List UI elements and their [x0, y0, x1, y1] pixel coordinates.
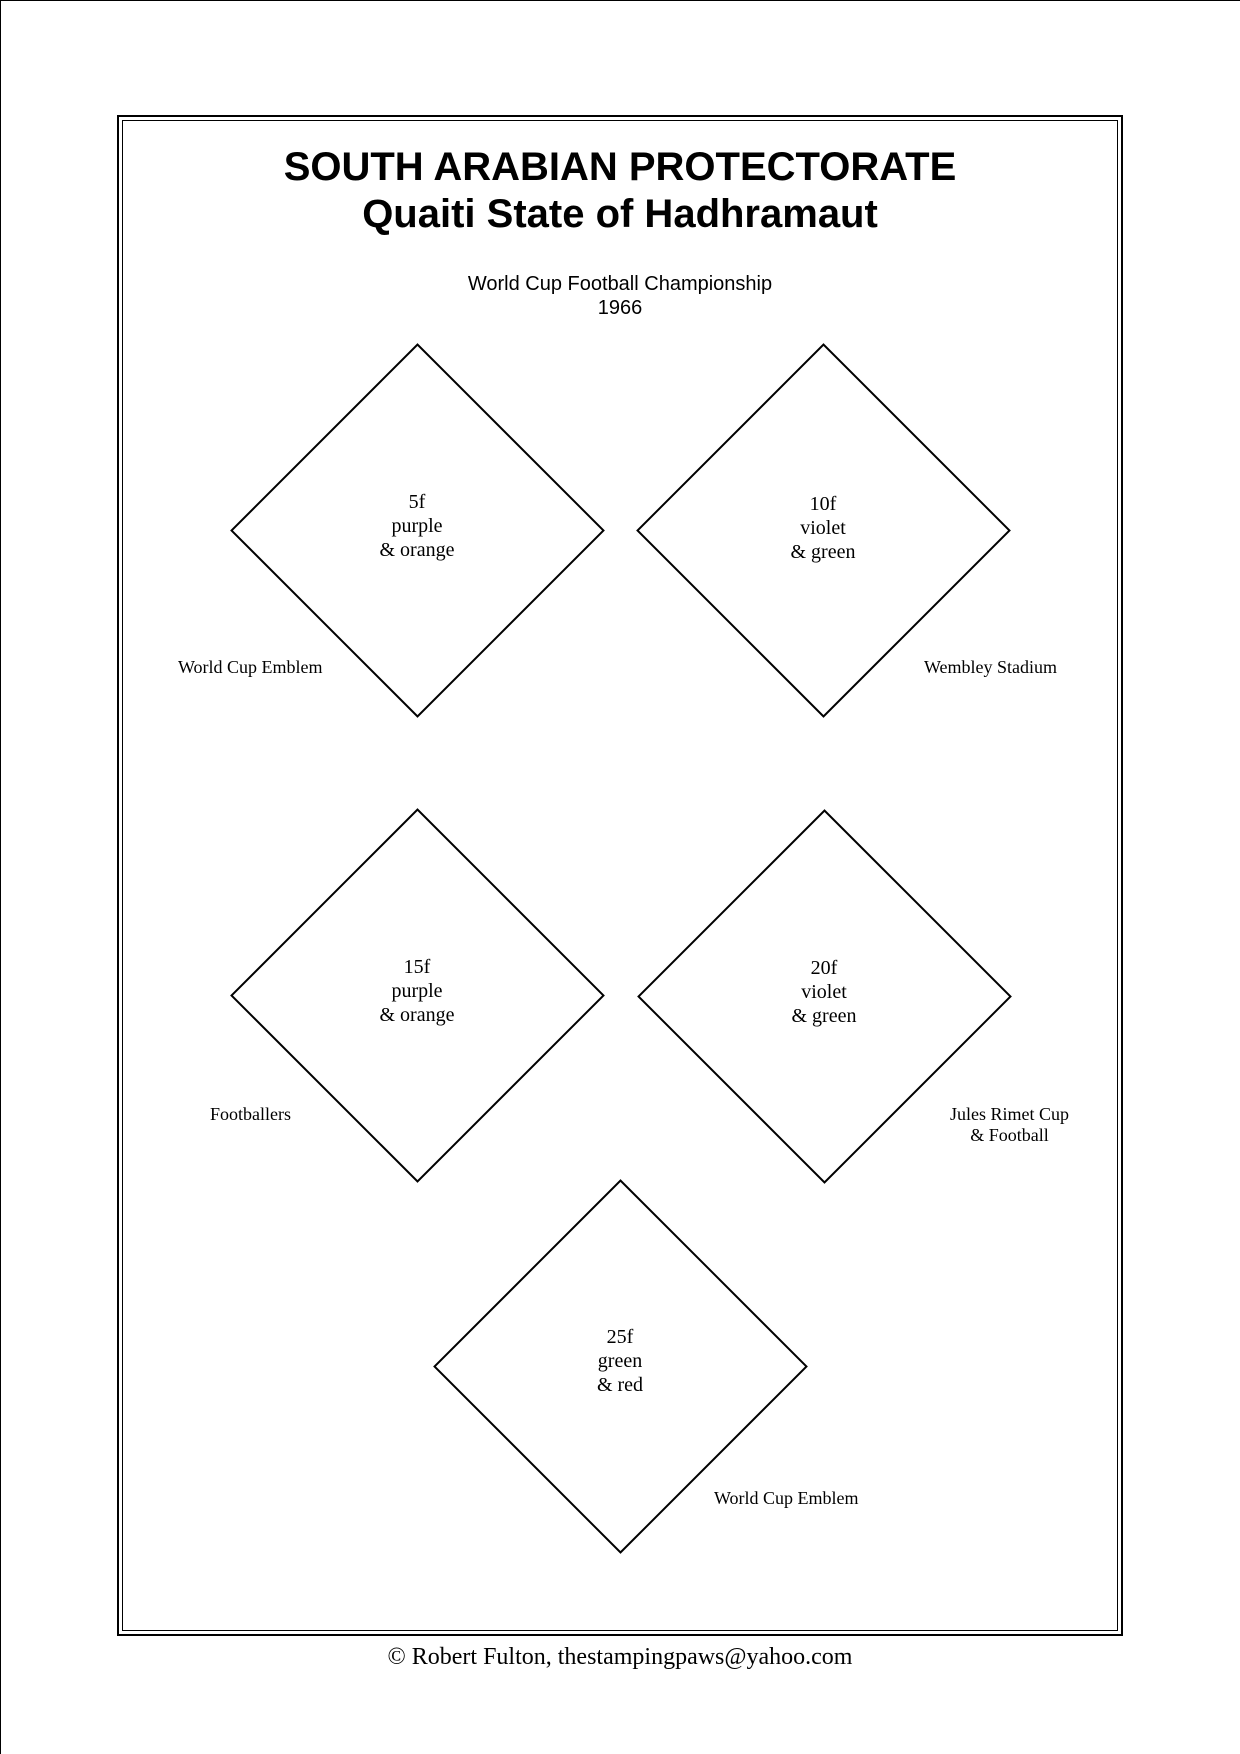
page-title: SOUTH ARABIAN PROTECTORATE	[283, 145, 957, 189]
album-page-outer-border	[117, 115, 1123, 1636]
copyright-footer: © Robert Fulton, thestampingpaws@yahoo.c…	[387, 1644, 853, 1670]
stamp-value: 5f	[408, 491, 426, 513]
stamp-label-20f: 20f violet & green	[704, 956, 944, 1028]
stamp-value: 15f	[403, 956, 431, 978]
stamp-label-10f: 10f violet & green	[703, 492, 943, 564]
issue-name: World Cup Football Championship	[467, 273, 773, 295]
stamp-caption: World Cup Emblem	[178, 657, 323, 677]
stamp-value: 20f	[810, 957, 838, 979]
stamp-value: 10f	[809, 493, 837, 515]
stamp-label-25f: 25f green & red	[500, 1325, 740, 1397]
stamp-color: & red	[596, 1374, 644, 1396]
stamp-caption: Wembley Stadium	[924, 657, 1058, 677]
stamp-color: violet	[801, 981, 847, 1003]
stamp-caption: Footballers	[210, 1104, 291, 1124]
stamp-caption: World Cup Emblem	[714, 1488, 859, 1508]
stamp-label-5f: 5f purple & orange	[297, 490, 537, 562]
album-page-inner-border	[122, 120, 1118, 1631]
stamp-color: purple	[391, 515, 443, 537]
stamp-color: purple	[391, 980, 443, 1002]
stamp-color: & green	[790, 541, 856, 563]
stamp-color: green	[597, 1350, 643, 1372]
page-edge	[0, 0, 1, 1754]
stamp-color: & orange	[379, 1004, 455, 1026]
page-subtitle-state: Quaiti State of Hadhramaut	[362, 192, 878, 236]
stamp-color: & orange	[379, 539, 455, 561]
stamp-value: 25f	[606, 1326, 634, 1348]
stamp-label-15f: 15f purple & orange	[297, 955, 537, 1027]
issue-year: 1966	[597, 297, 643, 319]
stamp-color: violet	[800, 517, 846, 539]
page-edge	[0, 0, 1240, 1]
stamp-color: & green	[791, 1005, 857, 1027]
stamp-caption: Jules Rimet Cup & Football	[950, 1104, 1070, 1145]
